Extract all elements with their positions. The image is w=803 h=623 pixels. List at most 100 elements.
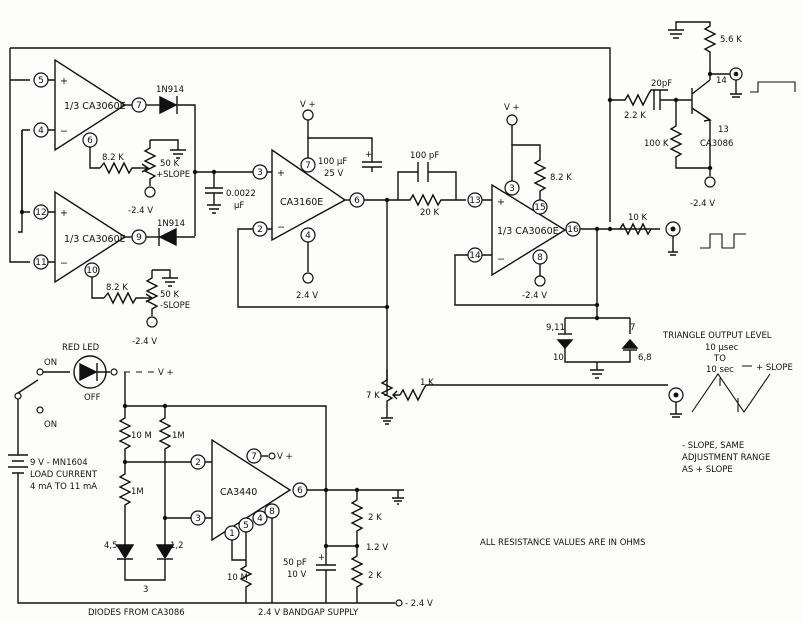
pot-7k-value: 7 K (366, 391, 380, 401)
u3-pin-vminus: 8 (537, 253, 543, 263)
cap-20pf-value: 20pF (651, 79, 672, 89)
u2-pin-noninv: 3 (257, 168, 263, 178)
u1a-vminus: -2.4 V (128, 206, 153, 216)
r-2k-b-value: 2 K (368, 571, 382, 581)
opamp-u2: + − CA3160E 3 2 6 7 4 (252, 148, 365, 243)
pot-50k-pos (143, 140, 157, 186)
triangle-to: TO (713, 354, 726, 364)
u4-pin-8: 8 (269, 507, 275, 517)
switch-off-label: OFF (84, 393, 101, 403)
r-8k2-neg (103, 291, 144, 305)
svg-text:+: + (497, 197, 505, 208)
u4-pin-5: 5 (243, 521, 249, 531)
r-100k-value: 100 K (644, 139, 669, 149)
svg-text:+: + (318, 553, 325, 563)
u4-label: CA3440 (220, 487, 257, 498)
u1a-pin-inv: 4 (38, 126, 44, 136)
u3-pin-bias: 15 (534, 203, 545, 213)
svg-text:−: − (497, 254, 505, 265)
u2-label: CA3160E (280, 197, 323, 208)
battery-label: 9 V - MN1604 (30, 458, 88, 468)
u1b-pin-bias: 10 (86, 266, 98, 276)
opamp-u1a: + − 1/3 CA3060E 5 4 7 6 (33, 58, 147, 152)
u2-pin-inv: 2 (257, 225, 263, 235)
u3-vplus: V + (504, 103, 520, 113)
neg-slope-note-2: ADJUSTMENT RANGE (682, 453, 770, 463)
neg-slope-note-3: AS + SLOPE (682, 465, 733, 475)
cap-50pf-value: 50 pF (283, 558, 307, 568)
d2-label: 1N914 (157, 219, 185, 229)
led-label: RED LED (62, 343, 100, 353)
triangle-plus-slope: + SLOPE (756, 363, 793, 373)
clamp-right-pins-bot: 6,8 (638, 353, 652, 363)
clamp-right-pins-top: 7 (630, 323, 635, 333)
u2-pin-vminus: 4 (305, 231, 311, 241)
cap-50pf-voltage: 10 V (287, 570, 307, 580)
r-10m-a-value: 10 M (131, 431, 152, 441)
u4-pin-out: 6 (297, 486, 303, 496)
r-8k2-pos-value: 8.2 K (102, 153, 124, 163)
pot-50k-neg-value: 50 K (160, 290, 180, 300)
bandgap-caption: 2.4 V BANDGAP SUPPLY (258, 608, 359, 618)
load-current-range: 4 mA TO 11 mA (30, 482, 97, 492)
pos-slope-label: +SLOPE (156, 170, 190, 180)
diodes-caption: DIODES FROM CA3086 (88, 608, 185, 618)
q-pin13: 13 (718, 125, 729, 135)
u1a-pin-out: 7 (136, 101, 142, 111)
left-feedback-wire (9, 48, 30, 263)
svg-text:+: + (277, 168, 285, 179)
triangle-time-max: 10 sec (706, 365, 734, 375)
u3-pin-noninv: 13 (469, 196, 480, 206)
r-1m-b-value: 1M (131, 487, 144, 497)
v-1-2-label: 1.2 V (366, 543, 388, 553)
q-vminus: -2.4 V (690, 199, 715, 209)
u1b-pin-inv: 11 (35, 258, 46, 268)
cap-100pf-value: 100 pF (410, 151, 439, 161)
u4-pin-7: 7 (251, 452, 257, 462)
svg-text:+: + (60, 208, 68, 219)
opamp-u4: CA3440 2 3 6 7 1 5 4 8 (190, 438, 308, 542)
svg-text:−: − (60, 126, 68, 137)
u4-pin-1: 1 (229, 529, 235, 539)
bg-diode-b-pins: 1,2 (170, 541, 184, 551)
svg-text:+: + (365, 150, 372, 160)
switch-on-label: ON (44, 358, 57, 368)
u4-pin-2: 2 (195, 458, 201, 468)
d1-label: 1N914 (156, 85, 184, 95)
bg-diode-a-pins: 4,5 (104, 541, 118, 551)
svg-text:−: − (277, 222, 285, 233)
r-1k-value: 1 K (420, 378, 434, 388)
resistance-note: ALL RESISTANCE VALUES ARE IN OHMS (480, 538, 646, 548)
diode-d2: 1N914 (146, 219, 195, 247)
u1a-pin-bias: 6 (87, 136, 93, 146)
r-20k-value: 20 K (420, 208, 440, 218)
switch-on2-label: ON (44, 420, 57, 430)
cap-timing-value: 0.0022 (226, 189, 256, 199)
u3-vminus: -2.4 V (522, 291, 547, 301)
r-2k-a-value: 2 K (368, 513, 382, 523)
u3-pin-inv: 14 (469, 251, 481, 261)
triangle-title: TRIANGLE OUTPUT LEVEL (662, 331, 772, 341)
r-8k2-neg-value: 8.2 K (106, 283, 128, 293)
u3-pin-out: 16 (567, 225, 579, 235)
r-1m-a-value: 1M (172, 431, 185, 441)
r-10m-b-value: 10 M (227, 573, 248, 583)
neg-slope-note-1: - SLOPE, SAME (682, 441, 744, 451)
svg-text:+: + (60, 76, 68, 87)
r-5k6-value: 5.6 K (720, 35, 742, 45)
top-feedback-wire (10, 47, 611, 222)
load-current-label: LOAD CURRENT (30, 470, 98, 480)
cap-100uf-value: 100 µF (318, 157, 347, 167)
u1b-vminus: -2.4 V (132, 337, 157, 347)
u1b-label: 1/3 CA3060E (64, 234, 126, 245)
r-8k2-pos (99, 161, 140, 175)
q-label: CA3086 (700, 139, 733, 149)
diode-d1: 1N914 (146, 85, 196, 236)
u3-pin-vplus: 3 (509, 184, 515, 194)
u3-label: 1/3 CA3060E (497, 226, 559, 237)
square-wave-symbol (700, 233, 746, 249)
u4-pin-4: 4 (257, 514, 263, 524)
cap-100uf-voltage: 25 V (324, 169, 344, 179)
r-8k2-u3-value: 8.2 K (550, 173, 572, 183)
triangle-wave-symbol (691, 373, 771, 413)
